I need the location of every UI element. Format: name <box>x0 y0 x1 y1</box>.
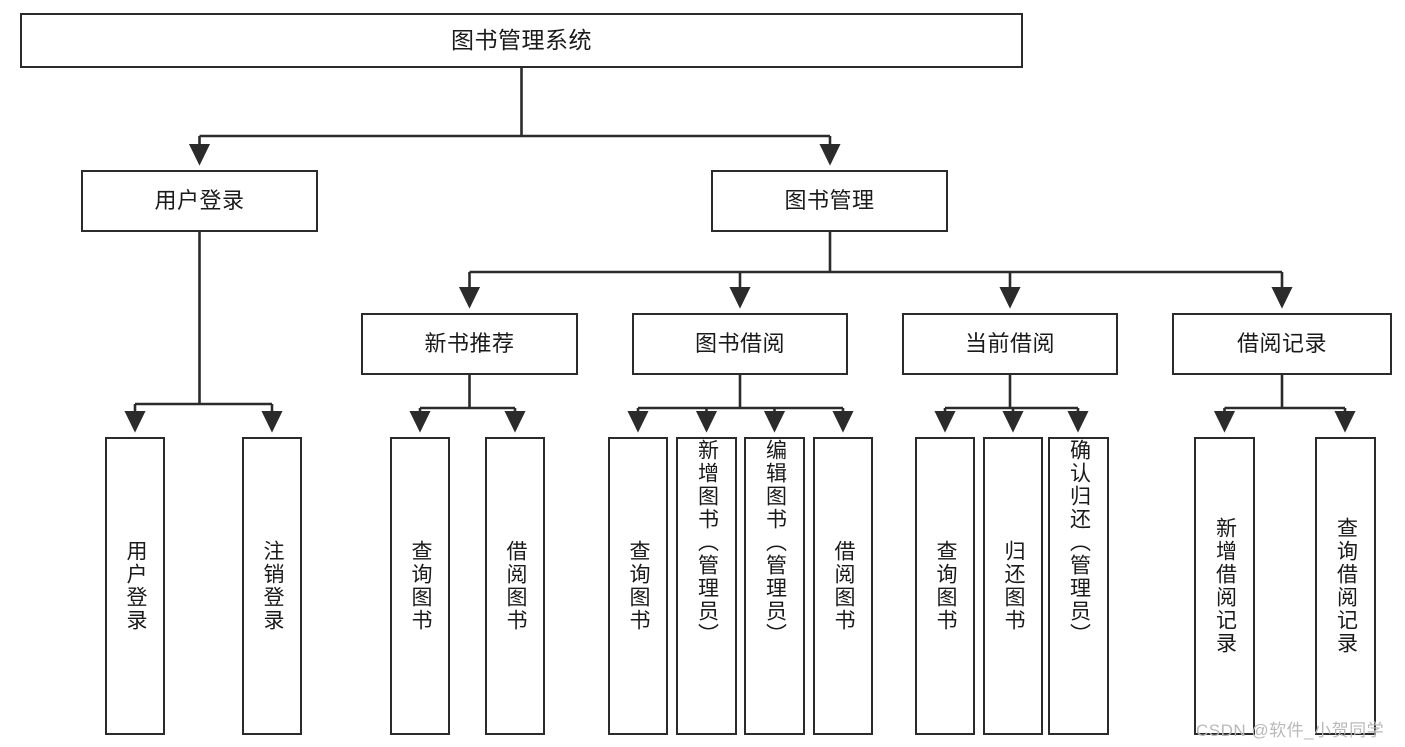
node-label: 新增图书（管理员） <box>695 439 719 646</box>
node-label: 图书借阅 <box>694 331 785 357</box>
node-label: 查询借阅记录 <box>1334 517 1358 655</box>
node-label: 新增借阅记录 <box>1213 517 1237 655</box>
node-label: 当前借阅 <box>964 331 1055 357</box>
node-root-system[interactable]: 图书管理系统 <box>20 13 1023 68</box>
node-label: 借阅记录 <box>1236 331 1327 357</box>
node-label: 查询图书 <box>934 540 958 632</box>
node-label: 查询图书 <box>627 540 651 632</box>
leaf-user-logout[interactable]: 注销登录 <box>242 437 302 735</box>
leaf-borrow-add-book-admin[interactable]: 新增图书（管理员） <box>676 437 737 735</box>
node-borrow-record[interactable]: 借阅记录 <box>1172 313 1392 375</box>
leaf-current-confirm-return-admin[interactable]: 确认归还（管理员） <box>1048 437 1109 735</box>
node-label: 借阅图书 <box>504 540 528 632</box>
node-book-borrow[interactable]: 图书借阅 <box>632 313 848 375</box>
node-current-borrow[interactable]: 当前借阅 <box>902 313 1118 375</box>
leaf-borrow-edit-book-admin[interactable]: 编辑图书（管理员） <box>744 437 805 735</box>
node-user-login[interactable]: 用户登录 <box>81 170 318 232</box>
csdn-watermark: CSDN @软件_小贺同学 <box>1196 721 1385 740</box>
node-label: 借阅图书 <box>832 540 856 632</box>
node-new-book-recommend[interactable]: 新书推荐 <box>361 313 578 375</box>
leaf-recommend-borrow-book[interactable]: 借阅图书 <box>485 437 545 735</box>
leaf-current-return-book[interactable]: 归还图书 <box>983 437 1043 735</box>
leaf-borrow-borrow-book[interactable]: 借阅图书 <box>813 437 873 735</box>
node-label: 图书管理系统 <box>451 26 592 53</box>
node-label: 归还图书 <box>1002 540 1026 632</box>
node-book-management[interactable]: 图书管理 <box>711 170 948 232</box>
node-label: 图书管理 <box>784 188 875 214</box>
node-label: 新书推荐 <box>424 331 515 357</box>
node-label: 注销登录 <box>261 540 285 632</box>
leaf-record-add-record[interactable]: 新增借阅记录 <box>1194 437 1255 735</box>
leaf-current-query-book[interactable]: 查询图书 <box>915 437 975 735</box>
node-label: 编辑图书（管理员） <box>763 439 787 646</box>
leaf-record-query-record[interactable]: 查询借阅记录 <box>1315 437 1376 735</box>
node-label: 用户登录 <box>124 540 148 632</box>
node-label: 确认归还（管理员） <box>1067 439 1091 646</box>
node-label: 用户登录 <box>154 188 245 214</box>
leaf-borrow-query-book[interactable]: 查询图书 <box>608 437 668 735</box>
node-label: 查询图书 <box>409 540 433 632</box>
leaf-recommend-query-book[interactable]: 查询图书 <box>390 437 450 735</box>
leaf-user-login-do[interactable]: 用户登录 <box>105 437 165 735</box>
